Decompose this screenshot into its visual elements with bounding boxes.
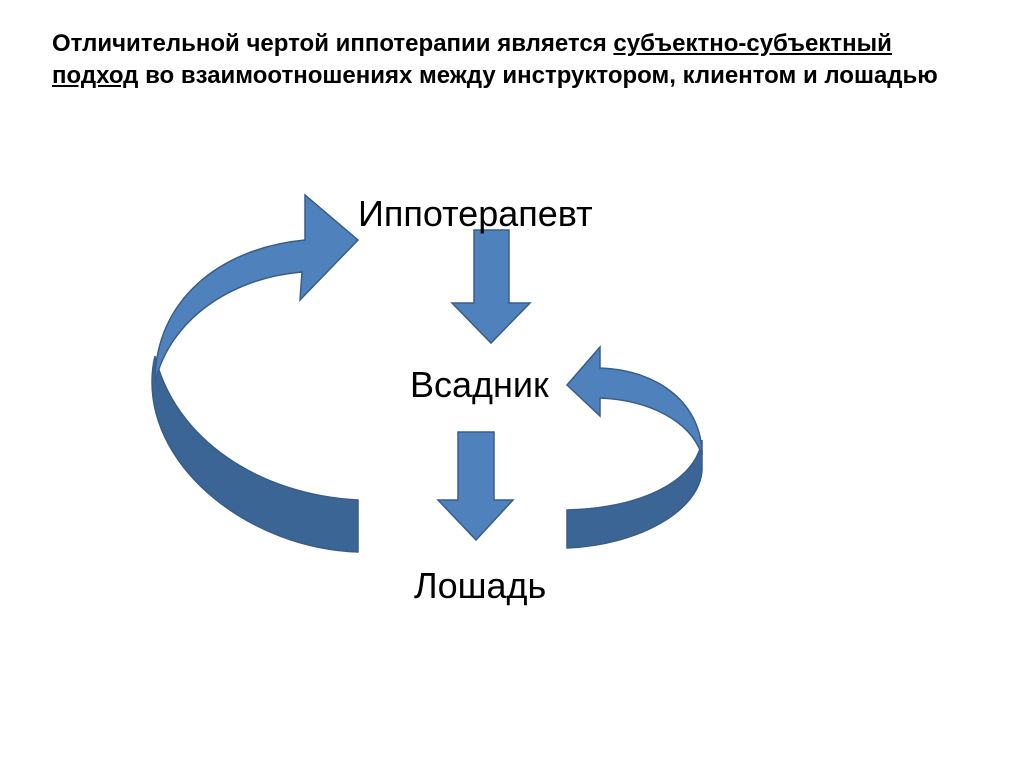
down-arrow-therapist-to-rider (450, 229, 532, 345)
left-arrow-upper-band (154, 193, 360, 383)
title-text-part2: во взаимоотношениях между инструктором, … (138, 62, 938, 89)
slide-title: Отличительной чертой иппотерапии являетс… (52, 28, 952, 92)
node-rider: Всадник (410, 364, 549, 405)
title-text-part1: Отличительной чертой иппотерапии являетс… (52, 30, 614, 57)
right-curved-arrow (565, 344, 703, 549)
right-arrow-lower-band (566, 439, 703, 549)
left-curved-arrow (151, 193, 360, 553)
left-arrow-lower-band (151, 355, 359, 553)
node-horse: Лошадь (414, 565, 547, 606)
node-therapist: Иппотерапевт (358, 193, 593, 234)
right-arrow-upper-band (565, 344, 703, 456)
down-arrow-rider-to-horse (436, 431, 515, 542)
title-underlined-phrase: субъектно-субъектный подход (52, 30, 892, 89)
